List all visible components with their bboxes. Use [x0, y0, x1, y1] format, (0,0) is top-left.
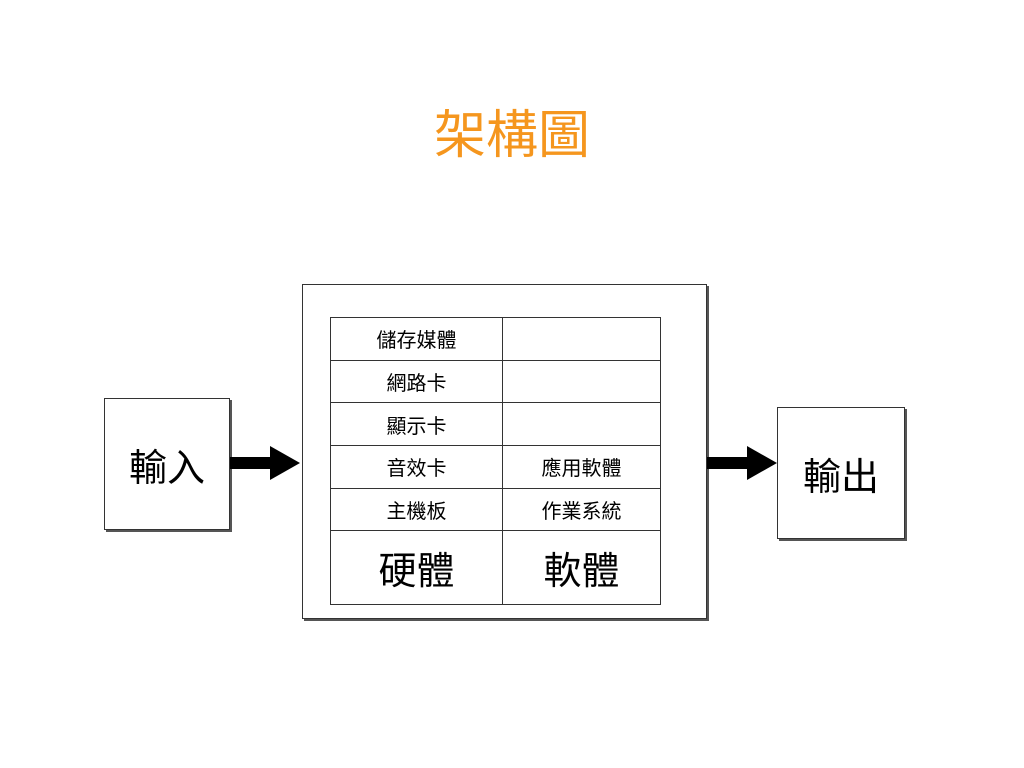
- hardware-item-motherboard: 主機板: [330, 487, 503, 532]
- output-arrow-icon: [707, 446, 777, 480]
- software-label: 軟體: [502, 530, 661, 605]
- hardware-item-sound-card: 音效卡: [330, 444, 503, 489]
- input-arrow-icon: [230, 446, 300, 480]
- hardware-item-network-card: 網路卡: [330, 359, 503, 404]
- input-label: 輸入: [128, 445, 205, 490]
- hardware-item-display-card: 顯示卡: [330, 402, 503, 446]
- output-box: 輸出: [777, 407, 905, 539]
- software-item-applications: 應用軟體: [502, 444, 661, 489]
- hardware-item-storage: 儲存媒體: [330, 317, 503, 361]
- stack-row: 顯示卡: [330, 402, 661, 446]
- page-title: 架構圖: [433, 106, 590, 166]
- software-item-empty: [502, 402, 661, 446]
- stack-row: 網路卡: [330, 359, 661, 404]
- stack-row: 主機板 作業系統: [330, 487, 661, 532]
- hardware-label: 硬體: [330, 530, 503, 605]
- software-item-empty: [502, 317, 661, 361]
- stack-row: 儲存媒體: [330, 317, 661, 361]
- software-item-empty: [502, 359, 661, 404]
- stack-row: 硬體 軟體: [330, 530, 661, 605]
- software-item-operating-system: 作業系統: [502, 487, 661, 532]
- stack-row: 音效卡 應用軟體: [330, 444, 661, 489]
- system-stack-table: 儲存媒體 網路卡 顯示卡 音效卡 應用軟體 主機板 作業系統 硬體 軟體: [330, 317, 661, 605]
- input-box: 輸入: [104, 398, 230, 530]
- output-label: 輸出: [802, 454, 879, 499]
- system-frame: 儲存媒體 網路卡 顯示卡 音效卡 應用軟體 主機板 作業系統 硬體 軟體: [302, 284, 707, 619]
